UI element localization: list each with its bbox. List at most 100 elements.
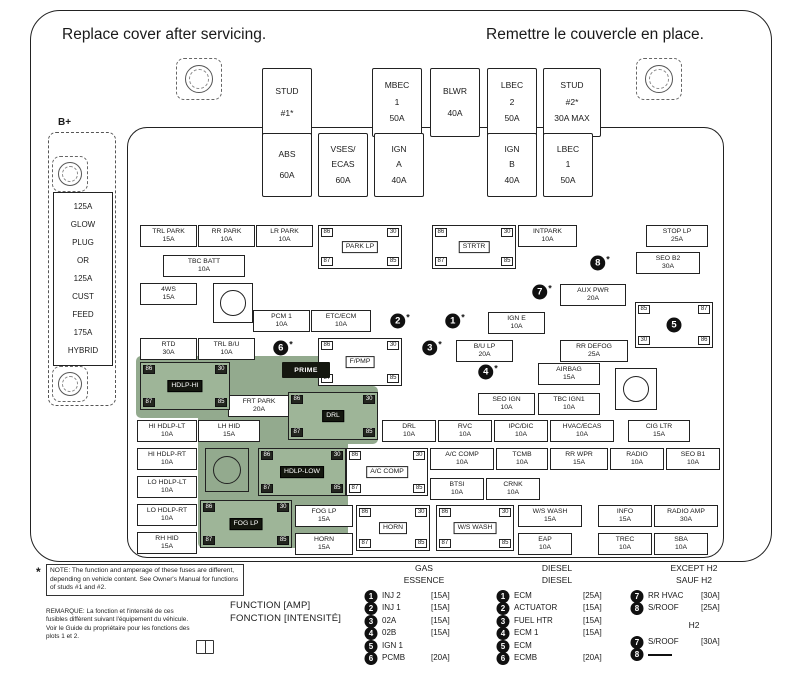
legend-blank-line: [648, 654, 672, 656]
fuse-label: RR PARK: [211, 228, 242, 236]
prime-label: PRIME: [282, 362, 330, 378]
fuse-amp: 10A: [160, 487, 174, 494]
fuse-label: 1: [565, 159, 571, 170]
fuse-amp: 10A: [334, 321, 348, 328]
socket-circle: [220, 290, 246, 316]
fuse-label: #1*: [280, 107, 294, 118]
legend-item-amp: [20A]: [431, 653, 450, 662]
fuse-label: IGN: [391, 143, 407, 154]
legend-item-label: FUEL HTR: [514, 615, 553, 625]
socket-circle: [212, 455, 242, 485]
legend-number: 8: [630, 602, 644, 616]
legend-number: 4: [364, 627, 378, 641]
legend-item-amp: [15A]: [431, 628, 450, 638]
relay-pin: 85: [215, 398, 227, 407]
fuse-amp: 10A: [500, 404, 513, 411]
fuse-amp: 15A: [543, 516, 557, 523]
relay-pin: 87: [435, 257, 447, 266]
number: 3: [422, 340, 438, 356]
relay-socket: [615, 368, 657, 410]
legend-item-amp: [20A]: [583, 653, 602, 662]
legend-item-label: 02A: [382, 615, 397, 625]
legend-number: 3: [364, 614, 378, 628]
fuse-label: INTPARK: [533, 228, 562, 236]
circled-number-8: 8*: [590, 254, 610, 271]
relay-pin: 30: [363, 395, 375, 404]
feed-label: PLUG: [72, 238, 94, 247]
circled-number-6: 6*: [273, 340, 293, 356]
feed-label: 125A: [73, 202, 93, 211]
legend-item-amp: [15A]: [431, 591, 450, 600]
fuse-amp: 10A: [630, 459, 644, 466]
relay-pin: 85: [363, 428, 375, 437]
fuse-amp: 15A: [618, 516, 632, 523]
legend-number: 4: [496, 627, 510, 641]
asterisk: *: [461, 312, 465, 323]
fuse-label: W/S WASH: [532, 508, 568, 516]
legend-header-except-h2: SAUF H2: [676, 575, 712, 585]
fuse-label: 30A MAX: [554, 113, 590, 124]
asterisk: *: [606, 254, 610, 265]
fuse-amp: 10A: [618, 544, 632, 551]
screw-icon: [185, 65, 213, 93]
fuse-label: LO HDLP-LT: [147, 479, 187, 487]
fuse-amp: 10A: [197, 266, 211, 273]
number: 6: [273, 340, 289, 356]
fuse-label: LR PARK: [270, 228, 299, 236]
relay-pin: 86: [261, 451, 273, 460]
circled-number-1: 1*: [445, 312, 465, 329]
circled-number-7: 7*: [532, 284, 552, 300]
fuse-label: IGN E: [507, 315, 526, 323]
relay-pin: 86: [349, 451, 361, 460]
fuse-label: RTD: [161, 341, 176, 349]
asterisk: *: [406, 312, 410, 323]
legend-item-label: ECM: [514, 640, 532, 650]
legend-item-label: IGN 1: [382, 640, 403, 650]
fuse-label: SBA: [674, 536, 688, 544]
relay-pin: 86: [321, 228, 333, 237]
fuse-amp: 15A: [162, 294, 175, 301]
circled-number-2: 2*: [390, 312, 410, 329]
relay-pin: 30: [215, 365, 227, 374]
legend-item-label: ECM: [514, 591, 532, 600]
relay-pin: 30: [331, 451, 343, 460]
asterisk: *: [438, 339, 442, 350]
fuse-amp: 10A: [450, 489, 464, 496]
fuse-label: TCMB: [512, 451, 532, 459]
fuse-amp: 15A: [652, 431, 666, 438]
legend-header-except-h2: EXCEPT H2: [670, 563, 718, 573]
legend-item-label: INJ 1: [382, 603, 401, 613]
relay-pin: 85: [387, 374, 399, 383]
legend-item-label: ECM 1: [514, 628, 539, 638]
fuse-amp: 10A: [160, 431, 174, 438]
fuse-label: RR WPR: [565, 451, 593, 459]
relay-pin: 86: [203, 503, 215, 512]
fuse-amp: 10A: [686, 459, 700, 466]
fonction-intensite-label: FONCTION [INTENSITÉ]: [230, 613, 342, 624]
fuse-label: ABS: [278, 149, 296, 160]
fuse-amp: 10A: [160, 459, 174, 466]
feed-label: 125A: [73, 274, 93, 283]
fuse-amp: 20A: [586, 295, 600, 302]
